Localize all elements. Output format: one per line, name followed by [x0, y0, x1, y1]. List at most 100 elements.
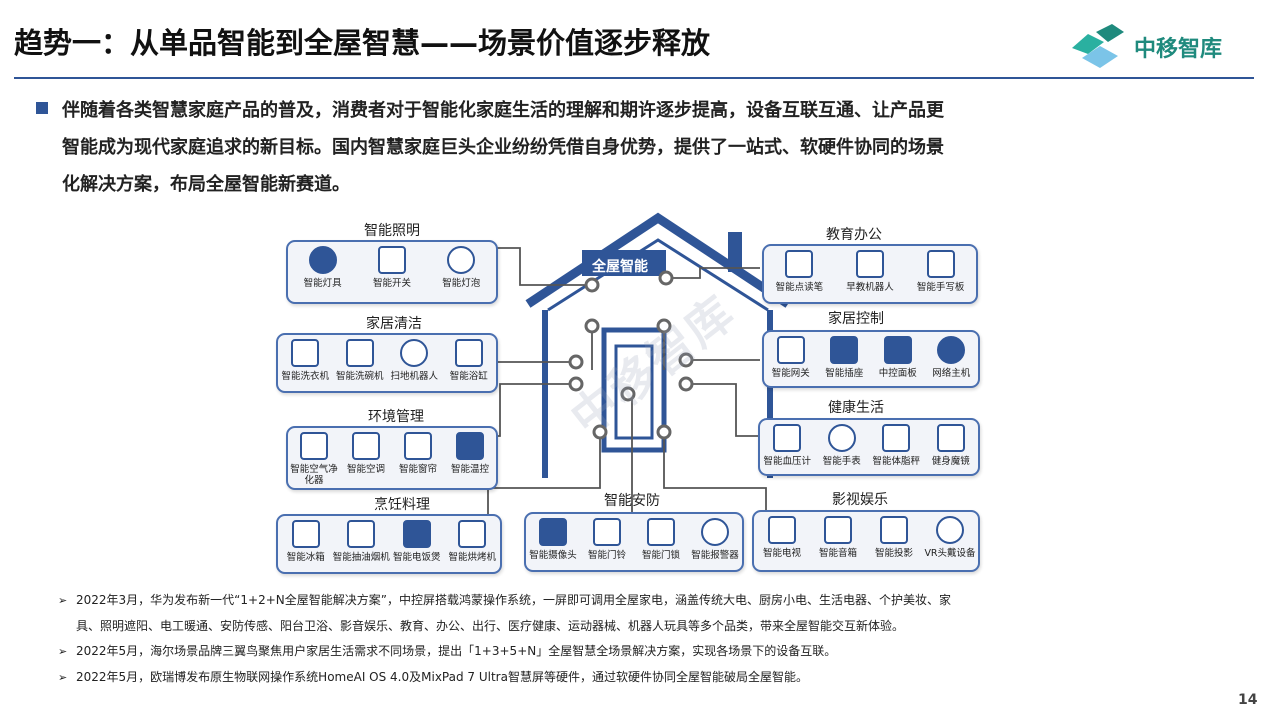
bathtub-icon — [454, 339, 483, 367]
item-gateway: 智能网关 — [765, 336, 817, 379]
robot-vacuum-icon — [400, 339, 429, 367]
item-robot-vacuum: 扫地机器人 — [388, 339, 440, 382]
item-range-hood: 智能抽油烟机 — [333, 520, 390, 563]
group-title-health: 健康生活 — [828, 400, 884, 416]
tv-icon — [768, 516, 796, 544]
item-smart-bulb: 智能灯泡 — [430, 246, 492, 289]
scale-icon — [882, 424, 911, 452]
note-item-continued: 具、照明遮阳、电工暖通、安防传感、阳台卫浴、影音娱乐、教育、办公、出行、医疗健康… — [76, 618, 905, 633]
air-conditioner-icon — [352, 432, 380, 460]
oven-icon — [458, 520, 487, 548]
intro-line-3: 化解决方案，布局全屋智能新赛道。 — [62, 174, 350, 195]
logo-icon — [1072, 24, 1124, 68]
node — [568, 376, 584, 392]
item-camera: 智能摄像头 — [527, 518, 579, 561]
node — [678, 352, 694, 368]
group-education: 智能点读笔 早教机器人 智能手写板 — [762, 244, 978, 304]
item-door-lock: 智能门锁 — [635, 518, 687, 561]
item-rice-cooker: 智能电饭煲 — [391, 520, 443, 563]
item-blood-pressure: 智能血压计 — [761, 424, 813, 467]
group-title-environment: 环境管理 — [368, 409, 424, 425]
lamp-icon — [308, 246, 337, 274]
air-purifier-icon — [300, 432, 328, 460]
item-fridge: 智能冰箱 — [280, 520, 332, 563]
item-smart-lamp: 智能灯具 — [292, 246, 354, 289]
note-item: 2022年5月，欧瑞博发布原生物联网操作系统HomeAI OS 4.0及MixP… — [58, 665, 1240, 691]
house-chimney — [728, 232, 742, 272]
item-air-purifier: 智能空气净化器 — [288, 432, 340, 486]
doorbell-icon — [593, 518, 621, 546]
rice-cooker-icon — [402, 520, 431, 548]
blood-pressure-icon — [773, 424, 802, 452]
mirror-icon — [936, 424, 965, 452]
reading-pen-icon — [785, 250, 814, 278]
bullet-square-icon — [36, 102, 48, 114]
item-dishwasher: 智能洗碗机 — [334, 339, 386, 382]
group-title-cleaning: 家居清洁 — [366, 316, 422, 332]
note-item: 2022年3月，华为发布新一代“1+2+N全屋智能解决方案”，中控屏搭载鸿蒙操作… — [58, 588, 1240, 614]
house-label-bg — [582, 250, 666, 276]
intro-bullet: 伴随着各类智慧家庭产品的普及，消费者对于智能化家庭生活的理解和期许逐步提高，设备… — [36, 92, 1236, 203]
group-environment: 智能空气净化器 智能空调 智能窗帘 智能温控 — [286, 426, 498, 490]
title-divider — [14, 77, 1254, 79]
node — [678, 376, 694, 392]
speaker-icon — [824, 516, 852, 544]
group-title-education: 教育办公 — [826, 227, 882, 243]
robot-icon — [855, 250, 884, 278]
fridge-icon — [291, 520, 320, 548]
item-thermostat: 智能温控 — [444, 432, 496, 475]
item-washer: 智能洗衣机 — [279, 339, 331, 382]
alarm-icon — [701, 518, 729, 546]
group-title-entertainment: 影视娱乐 — [832, 492, 888, 508]
item-fitness-mirror: 健身魔镜 — [925, 424, 977, 467]
group-cooking: 智能冰箱 智能抽油烟机 智能电饭煲 智能烘烤机 — [276, 514, 502, 574]
item-bathtub: 智能浴缸 — [443, 339, 495, 382]
house-door-inner — [614, 344, 654, 440]
intro-line-1: 伴随着各类智慧家庭产品的普及，消费者对于智能化家庭生活的理解和期许逐步提高，设备… — [62, 100, 944, 121]
group-title-control: 家居控制 — [828, 311, 884, 327]
node — [584, 318, 600, 334]
item-oven: 智能烘烤机 — [446, 520, 498, 563]
node — [658, 270, 674, 286]
connector-health — [686, 383, 760, 437]
projector-icon — [880, 516, 908, 544]
group-title-cooking: 烹饪料理 — [374, 497, 430, 513]
group-lighting: 智能灯具 智能开关 智能灯泡 — [286, 240, 498, 304]
camera-icon — [539, 518, 567, 546]
group-security: 智能摄像头 智能门铃 智能门锁 智能报警器 — [524, 512, 744, 572]
tablet-icon — [926, 250, 955, 278]
item-alarm: 智能报警器 — [689, 518, 741, 561]
note-item: 2022年5月，海尔场景品牌三翼鸟聚焦用户家居生活需求不同场景，提出「1+3+5… — [58, 639, 1240, 665]
group-title-security: 智能安防 — [604, 493, 660, 509]
node — [656, 318, 672, 334]
watch-icon — [827, 424, 856, 452]
item-smart-switch: 智能开关 — [361, 246, 423, 289]
connector-entertainment — [663, 432, 767, 518]
group-entertainment: 智能电视 智能音箱 智能投影 VR头戴设备 — [752, 510, 980, 572]
item-smart-plug: 智能插座 — [818, 336, 870, 379]
gateway-icon — [776, 336, 805, 364]
node — [584, 277, 600, 293]
control-panel-icon — [883, 336, 912, 364]
dishwasher-icon — [345, 339, 374, 367]
item-doorbell: 智能门铃 — [581, 518, 633, 561]
item-vr-headset: VR头戴设备 — [923, 516, 977, 559]
item-edu-robot: 早教机器人 — [839, 250, 901, 293]
page-title: 趋势一：从单品智能到全屋智慧——场景价值逐步释放 — [14, 26, 711, 60]
item-curtain: 智能窗帘 — [392, 432, 444, 475]
item-network-host: 网络主机 — [925, 336, 977, 379]
node — [568, 354, 584, 370]
cloud-icon — [937, 336, 966, 364]
washer-icon — [291, 339, 320, 367]
group-title-lighting: 智能照明 — [364, 223, 420, 239]
item-smart-watch: 智能手表 — [816, 424, 868, 467]
curtain-icon — [404, 432, 432, 460]
vr-headset-icon — [936, 516, 964, 544]
range-hood-icon — [347, 520, 376, 548]
item-smart-tv: 智能电视 — [755, 516, 809, 559]
door-lock-icon — [647, 518, 675, 546]
group-control: 智能网关 智能插座 中控面板 网络主机 — [762, 330, 980, 388]
thermostat-icon — [456, 432, 484, 460]
group-health: 智能血压计 智能手表 智能体脂秤 健身魔镜 — [758, 418, 980, 476]
